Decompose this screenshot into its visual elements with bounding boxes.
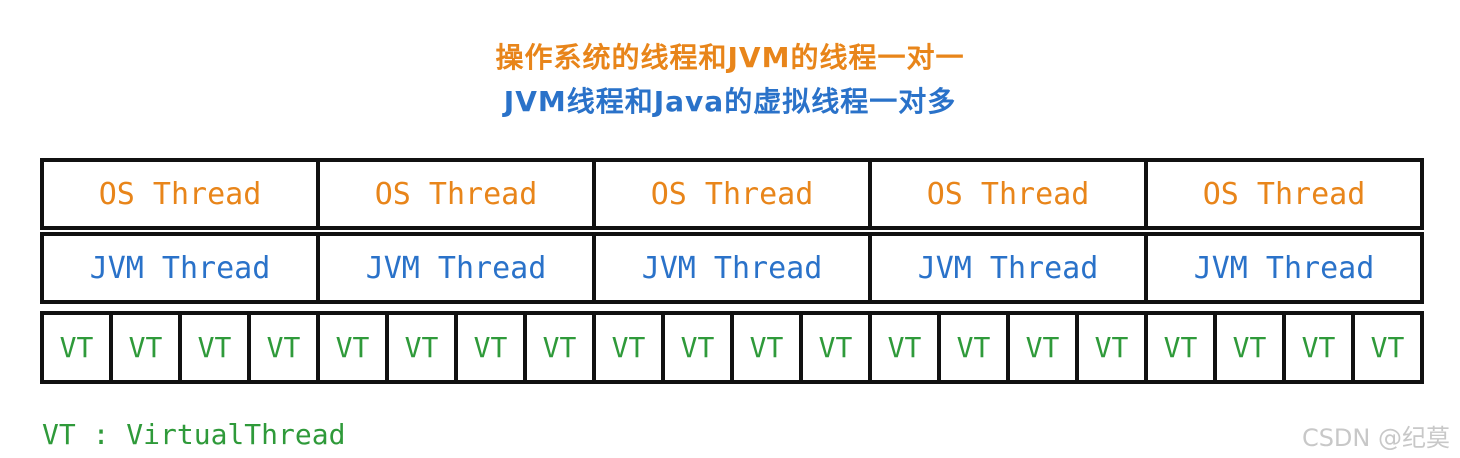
virtual-thread-box: VT <box>937 311 1010 384</box>
os-thread-box: OS Thread <box>316 158 596 230</box>
os-thread-box: OS Thread <box>868 158 1148 230</box>
jvm-thread-box: JVM Thread <box>1144 232 1424 304</box>
virtual-thread-box: VT <box>1282 311 1355 384</box>
os-thread-box: OS Thread <box>592 158 872 230</box>
virtual-thread-box: VT <box>868 311 941 384</box>
virtual-thread-box: VT <box>799 311 872 384</box>
os-thread-row: OS Thread OS Thread OS Thread OS Thread … <box>40 158 1424 230</box>
virtual-thread-box: VT <box>1144 311 1217 384</box>
virtual-thread-box: VT <box>316 311 389 384</box>
virtual-thread-box: VT <box>1213 311 1286 384</box>
virtual-thread-box: VT <box>1075 311 1148 384</box>
virtual-thread-box: VT <box>730 311 803 384</box>
virtual-thread-box: VT <box>454 311 527 384</box>
virtual-thread-box: VT <box>1351 311 1424 384</box>
virtual-thread-row: VT VT VT VT VT VT VT VT VT VT VT VT VT V… <box>40 311 1424 384</box>
virtual-thread-box: VT <box>1006 311 1079 384</box>
virtual-thread-box: VT <box>40 311 113 384</box>
virtual-thread-box: VT <box>247 311 320 384</box>
virtual-thread-box: VT <box>661 311 734 384</box>
os-thread-box: OS Thread <box>40 158 320 230</box>
virtual-thread-box: VT <box>592 311 665 384</box>
title-one-to-many: JVM线程和Java的虚拟线程一对多 <box>503 85 957 118</box>
legend-vt: VT : VirtualThread <box>42 418 346 451</box>
jvm-thread-row: JVM Thread JVM Thread JVM Thread JVM Thr… <box>40 232 1424 304</box>
jvm-thread-box: JVM Thread <box>868 232 1148 304</box>
os-thread-box: OS Thread <box>1144 158 1424 230</box>
virtual-thread-box: VT <box>523 311 596 384</box>
virtual-thread-box: VT <box>385 311 458 384</box>
jvm-thread-box: JVM Thread <box>40 232 320 304</box>
virtual-thread-box: VT <box>109 311 182 384</box>
watermark: CSDN @纪莫 <box>1301 424 1450 452</box>
virtual-thread-box: VT <box>178 311 251 384</box>
jvm-thread-box: JVM Thread <box>592 232 872 304</box>
jvm-thread-box: JVM Thread <box>316 232 596 304</box>
title-one-to-one: 操作系统的线程和JVM的线程一对一 <box>495 41 965 74</box>
